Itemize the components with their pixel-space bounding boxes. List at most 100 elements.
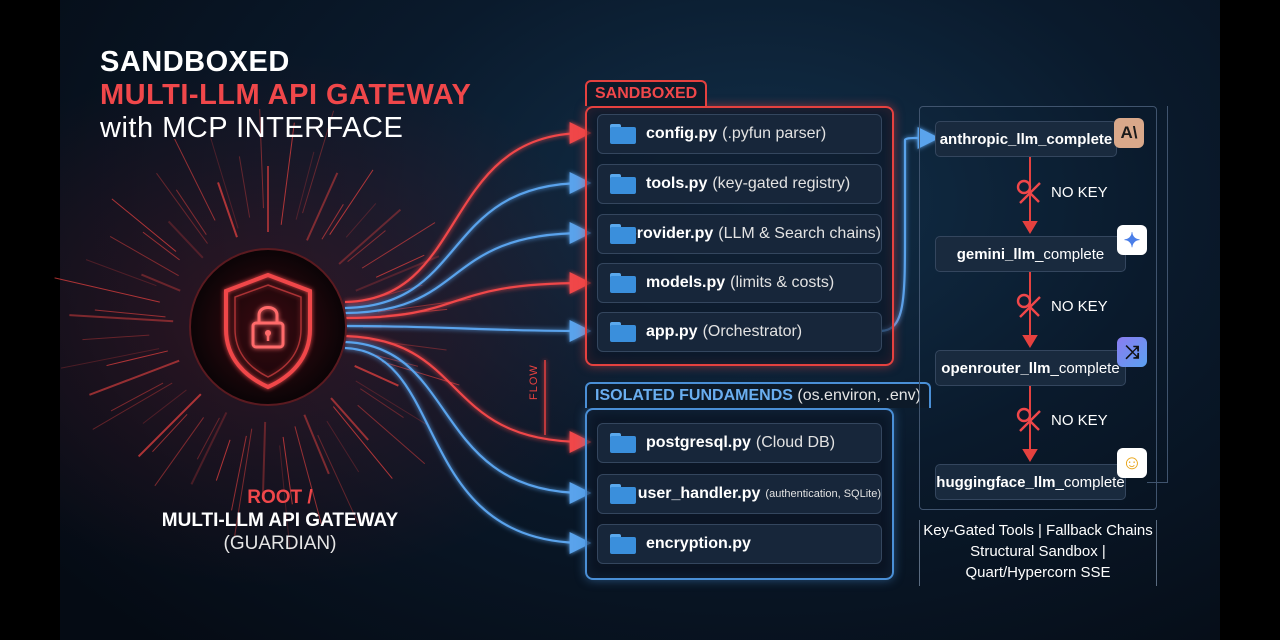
burst-ray — [338, 208, 402, 265]
llm-openrouter[interactable]: openrouter_llm_complete — [935, 350, 1126, 386]
file-models[interactable]: models.py (limits & costs) — [597, 263, 882, 303]
anthropic-icon: A\ — [1114, 118, 1144, 148]
burst-ray — [280, 122, 295, 225]
file-user-handler[interactable]: user_handler.py (authentication, SQLite) — [597, 474, 882, 514]
burst-ray — [137, 393, 202, 458]
burst-ray — [142, 231, 180, 261]
file-desc: (.pyfun parser) — [722, 125, 827, 142]
file-desc: (authentication, SQLite) — [765, 488, 881, 500]
file-app[interactable]: app.py (Orchestrator) — [597, 312, 882, 352]
file-name: config.py — [646, 125, 718, 142]
left-letterbox — [0, 0, 60, 640]
burst-ray — [154, 417, 204, 487]
huggingface-icon: ☺ — [1117, 448, 1147, 478]
openrouter-icon: ⤨ — [1117, 337, 1147, 367]
burst-ray — [259, 109, 264, 209]
llm-huggingface[interactable]: huggingface_llm_complete — [935, 464, 1126, 500]
llm-name: huggingface_llm — [936, 473, 1056, 491]
burst-ray — [357, 404, 426, 465]
burst-ray — [347, 230, 386, 263]
llm-name: gemini_llm — [956, 245, 1036, 263]
burst-ray — [110, 382, 164, 412]
file-name: encryption.py — [646, 535, 751, 552]
llm-suffix: _complete — [1055, 473, 1125, 491]
burst-ray — [111, 198, 177, 252]
burst-ray — [156, 172, 208, 244]
burst-ray — [175, 189, 207, 235]
burst-ray — [94, 309, 166, 318]
burst-ray — [174, 138, 216, 221]
burst-ray — [354, 365, 399, 387]
shield-lock-icon — [188, 247, 348, 407]
burst-ray — [106, 350, 168, 367]
file-config[interactable]: config.py (.pyfun parser) — [597, 114, 882, 154]
burst-ray — [355, 255, 440, 292]
file-tools[interactable]: tools.py (key-gated registry) — [597, 164, 882, 204]
burst-ray — [302, 110, 335, 214]
burst-ray — [92, 382, 173, 430]
file-postgresql[interactable]: postgresql.py (Cloud DB) — [597, 423, 882, 463]
burst-ray — [167, 220, 204, 259]
gemini-icon: ✦ — [1117, 225, 1147, 255]
no-key-label: NO KEY — [1051, 298, 1108, 315]
llm-gemini[interactable]: gemini_llm_complete — [935, 236, 1126, 272]
file-desc: (Cloud DB) — [755, 434, 836, 451]
file-desc: (key-gated registry) — [712, 175, 851, 192]
burst-ray — [375, 354, 419, 367]
no-key-label: NO KEY — [1051, 412, 1108, 429]
isolated-label: ISOLATED FUNDAMENDS (os.environ, .env) — [585, 382, 931, 408]
features-line-1: Key-Gated Tools | Fallback Chains — [923, 522, 1153, 539]
burst-ray — [306, 172, 339, 241]
file-name: models.py — [646, 274, 726, 291]
connector-postgresql — [344, 334, 592, 453]
burst-ray — [60, 348, 160, 369]
burst-ray — [215, 439, 231, 481]
file-desc: (LLM & Search chains) — [718, 225, 881, 242]
isolated-label-main: ISOLATED FUNDAMENDS — [595, 387, 793, 404]
file-name: provider.py — [627, 225, 714, 242]
file-encryption[interactable]: encryption.py — [597, 524, 882, 564]
burst-ray — [89, 359, 180, 396]
folder-icon — [610, 433, 636, 453]
file-provider[interactable]: provider.py (LLM & Search chains) — [597, 214, 882, 254]
connector-encryption — [344, 346, 592, 554]
features-note: Key-Gated Tools | Fallback Chains Struct… — [919, 520, 1157, 586]
right-letterbox — [1220, 0, 1280, 640]
connector-config — [344, 122, 592, 304]
burst-ray — [375, 254, 425, 278]
folder-icon — [610, 484, 636, 504]
burst-ray — [82, 334, 150, 341]
folder-icon — [610, 322, 636, 342]
folder-icon — [610, 124, 636, 144]
llm-suffix: _complete — [1035, 245, 1105, 263]
file-name: tools.py — [646, 175, 708, 192]
llm-suffix: _complete — [1050, 359, 1120, 377]
folder-icon — [610, 224, 636, 244]
features-line-2: Structural Sandbox | — [970, 543, 1106, 560]
burst-ray — [196, 417, 220, 460]
burst-ray — [234, 428, 253, 537]
burst-ray — [69, 314, 174, 323]
root-label-2: MULTI-LLM API GATEWAY — [161, 510, 399, 531]
burst-ray — [317, 434, 359, 524]
broken-key-icons — [1016, 179, 1041, 432]
connector-models — [344, 272, 592, 320]
folder-icon — [610, 534, 636, 554]
sandboxed-label: SANDBOXED — [585, 80, 708, 106]
burst-ray — [190, 411, 228, 485]
title-line-2: MULTI-LLM API GATEWAY — [100, 79, 472, 111]
isolated-label-sub: (os.environ, .env) — [797, 387, 921, 404]
burst-ray — [142, 389, 187, 424]
burst-ray — [303, 414, 330, 475]
features-line-3: Quart/Hypercorn SSE — [965, 564, 1111, 581]
file-name: postgresql.py — [646, 434, 751, 451]
burst-ray — [109, 235, 179, 277]
file-name: user_handler.py — [637, 485, 761, 502]
file-name: app.py — [646, 323, 698, 340]
burst-ray — [282, 436, 293, 505]
llm-anthropic[interactable]: anthropic_llm_complete — [935, 121, 1117, 157]
file-desc: (limits & costs) — [730, 274, 835, 291]
burst-ray — [231, 435, 247, 511]
burst-ray — [345, 203, 377, 238]
